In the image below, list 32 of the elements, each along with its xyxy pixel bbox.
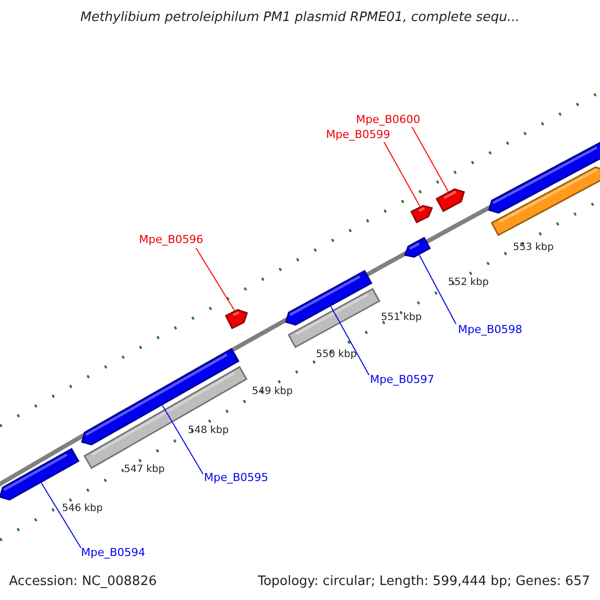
gene-block (436, 188, 465, 212)
scale-label: 551 kbp (381, 312, 422, 324)
gene-block (410, 204, 434, 224)
scale-label: 553 kbp (513, 242, 554, 254)
gene-label: Mpe_B0600 (356, 113, 420, 126)
leader-line (40, 482, 82, 548)
gene-block (490, 166, 600, 236)
gene-label: Mpe_B0597 (370, 373, 434, 386)
scale-label: 550 kbp (316, 349, 357, 361)
gene-label: Mpe_B0598 (458, 323, 522, 336)
gene-label: Mpe_B0595 (204, 471, 268, 484)
gene-label: Mpe_B0596 (139, 233, 204, 246)
scale-label: 547 kbp (124, 464, 165, 476)
map-title: Methylibium petroleiphilum PM1 plasmid RPME01, complete sequ... (79, 10, 521, 26)
leader-line (162, 404, 204, 474)
gene-block (224, 309, 248, 330)
gene-block (404, 236, 431, 258)
gene-block (288, 288, 380, 348)
gene-label: Mpe_B0599 (326, 128, 390, 142)
gene-block (0, 448, 80, 500)
sequence-info-text: Topology: circular; Length: 599,444 bp; Genes: 657 (258, 574, 590, 590)
leader-line (330, 306, 370, 376)
gene-label: Mpe_B0594 (81, 546, 146, 560)
scale-label: 546 kbp (62, 503, 103, 515)
leader-line (384, 142, 420, 207)
scale-label: 548 kbp (188, 425, 229, 437)
leader-line (196, 248, 235, 311)
leader-line (418, 254, 456, 324)
scale-label: 549 kbp (252, 386, 293, 398)
leader-line (412, 126, 449, 192)
scale-label: 552 kbp (448, 277, 489, 289)
accession-text: Accession: NC_008826 (9, 574, 157, 590)
